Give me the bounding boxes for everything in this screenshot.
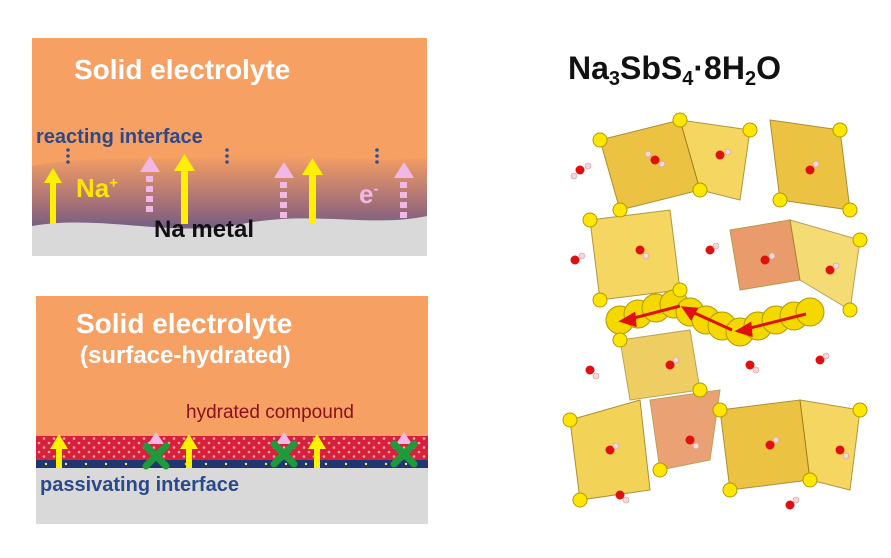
sodium-metal-region: [36, 468, 428, 524]
dashed-up-arrow-icon: [394, 162, 414, 218]
reacting-interface-graphic: [32, 38, 427, 256]
passivation-line: [36, 460, 428, 468]
electrolyte-title: Solid electrolyte: [76, 308, 293, 339]
sulfur-atoms: [562, 112, 868, 508]
sodium-metal-label: Na metal: [154, 216, 255, 243]
electron-label: e-: [359, 179, 379, 209]
dashed-up-arrow-icon: [274, 162, 294, 218]
hydrated-compound-label: hydrated compound: [186, 402, 354, 423]
sodium-metal-region: [32, 216, 427, 256]
passivating-interface-graphic: [36, 296, 428, 524]
surface-hydrated-label: (surface-hydrated): [80, 342, 291, 369]
reacting-interface-label: reacting interface: [36, 126, 203, 148]
electrolyte-title: Solid electrolyte: [74, 54, 291, 85]
diffusion-path-arrows: [618, 304, 807, 338]
up-arrow-icon: [308, 434, 326, 468]
blocked-x-icon: [270, 440, 298, 468]
oxygen-atoms: [570, 150, 845, 510]
reacting-interface-panel: Solid electrolyte reacting interface Na+…: [32, 38, 427, 256]
sbs4-tetrahedra: [569, 119, 861, 501]
dotted-markers: [66, 148, 379, 164]
up-arrow-icon: [180, 434, 198, 468]
up-arrow-icon: [44, 168, 62, 224]
passivating-interface-panel: Solid electrolyte (surface-hydrated) hyd…: [36, 296, 428, 524]
crystal-structure-graphic: [562, 112, 868, 510]
blocked-x-icon: [142, 442, 170, 470]
up-arrow-icon: [174, 154, 195, 224]
crystal-structure: [560, 100, 870, 520]
sodium-ion-label: Na+: [76, 173, 119, 203]
hydrogen-atoms: [570, 148, 850, 504]
up-arrow-icon: [50, 434, 68, 468]
blocked-x-icon: [390, 440, 418, 468]
dashed-up-arrow-icon: [140, 156, 160, 212]
up-arrow-icon: [302, 158, 323, 224]
passivating-interface-label: passivating interface: [40, 474, 239, 496]
compound-formula: Na3SbS4·8H2O: [568, 50, 781, 90]
